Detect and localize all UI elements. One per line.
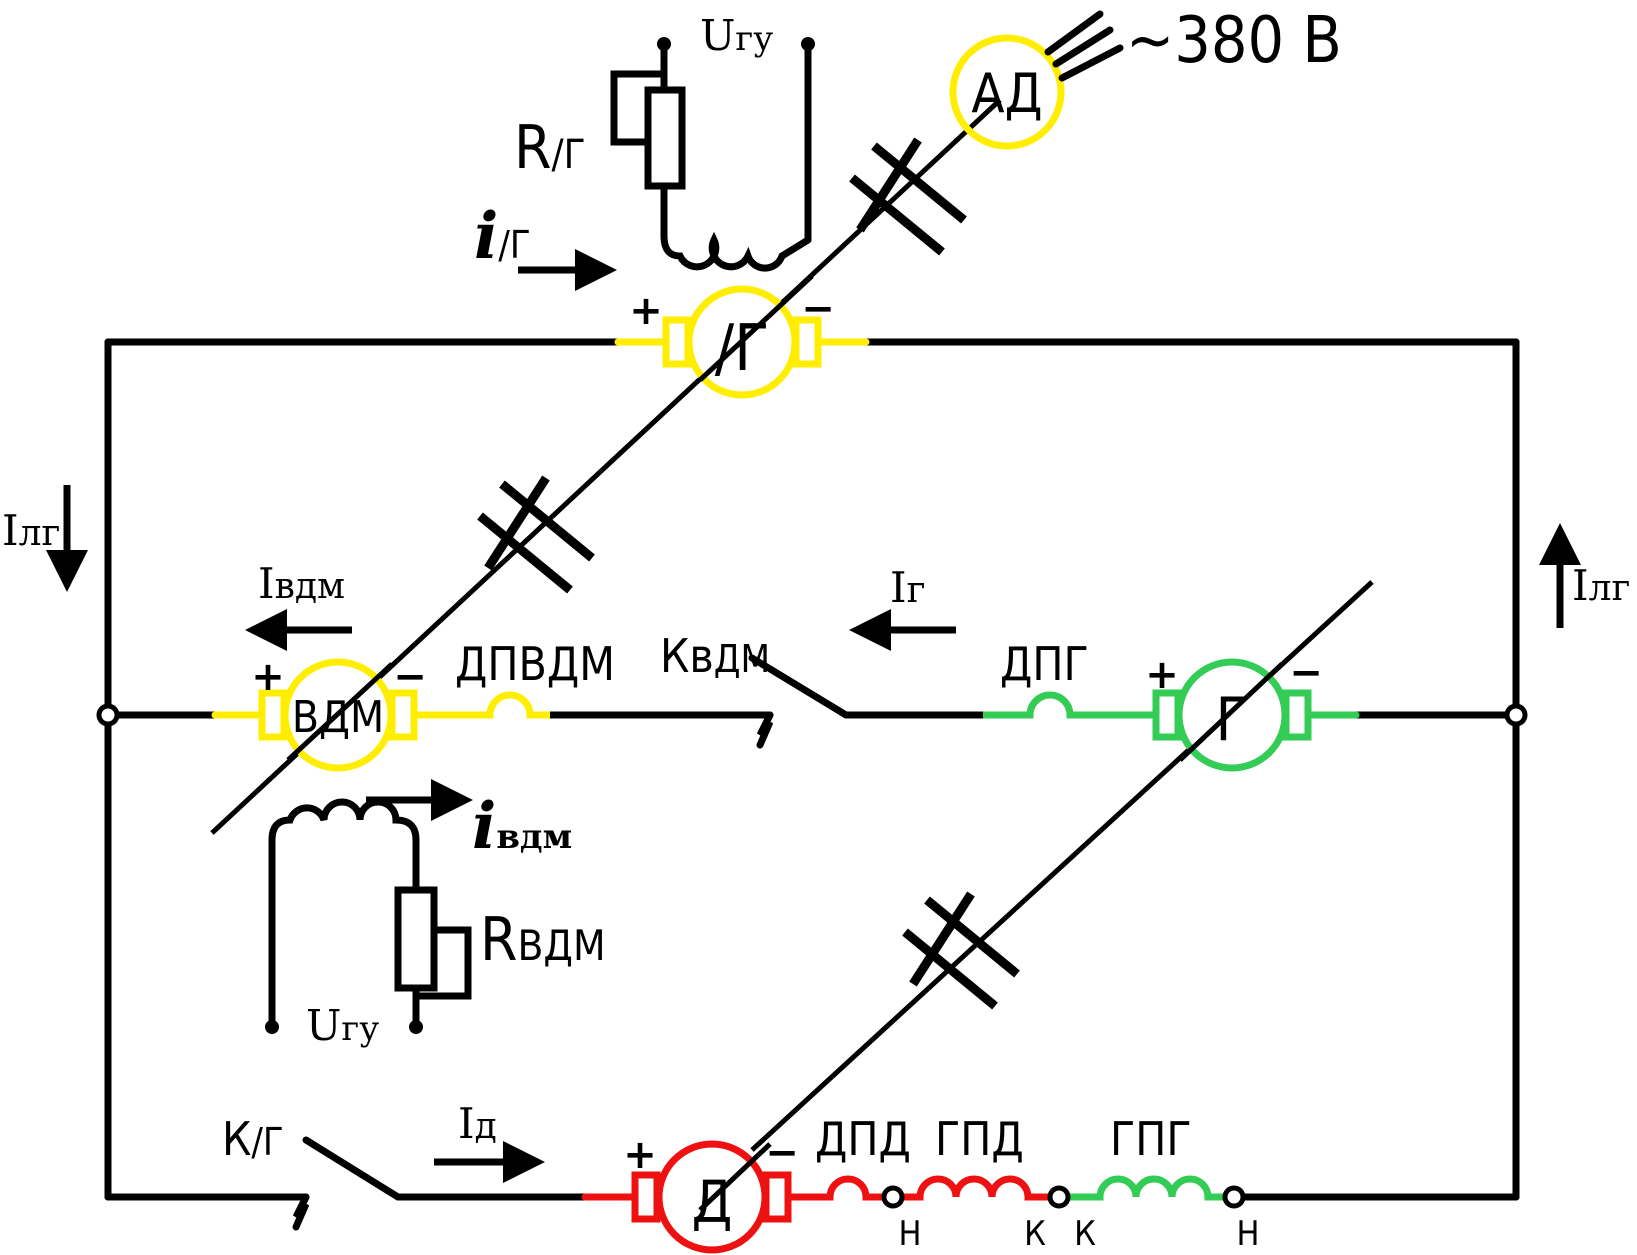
current-ilg-right-label: I [1572,561,1589,610]
field-top-current: i [474,199,498,274]
svg-text:iвдм: iвдм [472,789,572,864]
machine-d-minus: − [765,1130,799,1176]
current-ivdm-sub: вдм [275,566,345,607]
current-ivdm-label: I [258,559,275,608]
terminal-n2-label: Н [1236,1214,1259,1254]
switch-kvdm: КвДМ [660,629,850,749]
junction-left [96,703,120,727]
current-id: Iд [434,1099,545,1183]
winding-dpg-label: ДПГ [1000,637,1089,691]
field-bottom-current-sub: вдм [496,817,572,857]
field-top-supply: U [700,11,735,60]
current-ilg-right-sub: лг [1589,568,1631,609]
field-top-resistor: R [514,113,552,183]
winding-dpd-label: ДПД [815,1112,911,1166]
current-ivdm: Iвдм [245,559,352,651]
current-ilg-left-sub: лг [19,513,61,554]
terminal-n1 [881,1185,905,1209]
current-ig: Iг [849,563,956,651]
switch-klg-sub: /Г [251,1120,283,1164]
current-ig-sub: г [907,570,926,611]
current-ilg-left: Iлг [2,485,88,592]
machine-vdm-plus: + [251,654,285,700]
field-bottom-resistor: R [480,905,518,975]
winding-gpd-label: ГПД [935,1112,1024,1166]
supply-label: ~380 В [1126,4,1342,78]
switch-klg-label: К [222,1112,251,1166]
machine-d: Д + − ДПД ГПД ГПГ Н К К Н [581,1112,1260,1254]
machine-g-label: Г [1216,685,1249,755]
terminal-n1-label: Н [898,1214,921,1254]
machine-lg-minus: − [801,286,835,332]
junction-right [1504,703,1528,727]
machine-lg-plus: + [629,288,663,334]
current-ilg-right: Iлг [1539,523,1630,628]
svg-text:Uгу: Uгу [700,11,773,60]
current-id-sub: д [475,1106,497,1147]
field-bottom-current: i [472,789,496,864]
coupling-lg-vdm [477,475,595,594]
junction-nodes [96,703,1528,727]
machine-vdm-minus: − [393,654,427,700]
field-top-resistor-sub: /Г [552,132,586,178]
main-wiring [104,338,1520,1201]
field-bottom-resistor-sub: ВДМ [518,921,606,970]
svg-text:Iвдм: Iвдм [258,559,345,608]
machine-d-label: Д [692,1168,733,1236]
winding-dpvdm-label: ДПВДМ [455,637,615,691]
coupling-ad-lg [849,137,967,256]
coupling-g-d [902,891,1020,1010]
machine-vdm-label: ВДМ [292,692,384,743]
switch-kvdm-label: Кв [660,629,714,683]
svg-text:Uгу: Uгу [306,1001,379,1050]
svg-text:Iлг: Iлг [1572,561,1630,610]
current-ilg-left-label: I [2,506,19,555]
svg-text:R/Г: R/Г [514,113,586,183]
field-circuit-vdm: RВДМ Uгу iвдм [265,779,606,1050]
machine-ad: АД ~380 В [949,4,1342,150]
machine-vdm: ВДМ + − ДПВДМ [211,637,615,772]
svg-text:К/Г: К/Г [222,1112,284,1166]
svg-text:RВДМ: RВДМ [480,905,606,975]
svg-text:Iд: Iд [458,1099,497,1148]
field-circuit-lg: R/Г Uгу i/Г [474,11,815,291]
current-ig-label: I [890,563,907,612]
machine-g-plus: + [1145,652,1179,698]
machine-g: ДПГ Г + − [983,637,1360,772]
machine-lg: /Г + − [614,274,870,399]
svg-text:i/Г: i/Г [474,199,531,274]
machine-d-plus: + [623,1132,657,1178]
machine-ad-label: АД [971,62,1042,125]
field-bottom-supply-sub: гу [341,1009,379,1049]
svg-text:Iлг: Iлг [2,506,60,555]
machine-lg-label: /Г [715,312,770,386]
field-top-current-sub: /Г [498,223,530,267]
svg-text:КвДМ: КвДМ [660,629,770,683]
svg-text:Iг: Iг [890,563,925,612]
field-bottom-supply: U [306,1001,341,1050]
terminal-n2 [1222,1185,1246,1209]
field-top-supply-sub: гу [735,19,773,59]
winding-gpg-label: ГПГ [1110,1112,1192,1166]
switch-kvdm-sub: ДМ [714,637,770,681]
terminal-k [1047,1185,1071,1209]
terminal-k1-label: К [1024,1214,1046,1254]
machine-g-minus: − [1289,650,1323,696]
current-id-label: I [458,1099,475,1148]
switch-klg: К/Г [222,1112,402,1231]
terminal-k2-label: К [1074,1214,1096,1254]
